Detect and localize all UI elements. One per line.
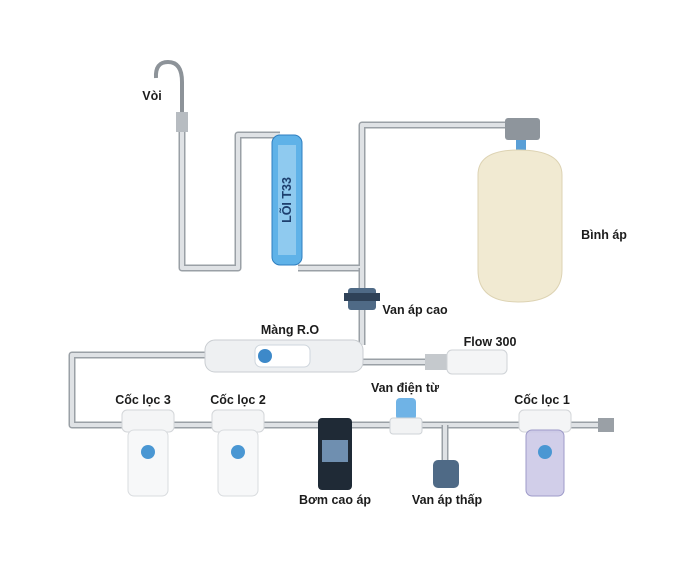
label-filter-1: Cốc lọc 1 (514, 393, 570, 407)
ro-membrane-icon (204, 339, 364, 373)
label-low-pressure-switch: Van áp thấp (411, 493, 483, 507)
label-faucet: Vòi (142, 89, 162, 103)
high-pressure-switch-icon (344, 288, 380, 310)
filter-housing-3-icon (121, 409, 175, 497)
label-ro-membrane: Màng R.O (260, 323, 320, 337)
inline-filter-t33-icon (271, 134, 303, 266)
label-flow-restrictor: Flow 300 (463, 335, 517, 349)
label-booster-pump: Bơm cao áp (298, 493, 372, 507)
label-inline-filter: LÕI T33 (280, 177, 294, 223)
label-filter-3: Cốc lọc 3 (115, 393, 171, 407)
pressure-tank-icon (477, 118, 563, 303)
filter-housing-2-icon (211, 409, 265, 497)
faucet-icon (153, 59, 188, 132)
booster-pump-icon (318, 418, 352, 490)
filter-housing-1-icon (518, 409, 572, 497)
low-pressure-switch-icon (433, 460, 459, 488)
label-pressure-tank: Bình áp (581, 228, 627, 242)
label-high-pressure-switch: Van áp cao (382, 303, 448, 317)
flow-restrictor-icon (425, 349, 508, 375)
label-solenoid-valve: Van điện từ (370, 381, 440, 395)
solenoid-valve-icon (389, 398, 423, 435)
label-filter-2: Cốc lọc 2 (210, 393, 266, 407)
inlet-fitting-icon (598, 418, 614, 432)
